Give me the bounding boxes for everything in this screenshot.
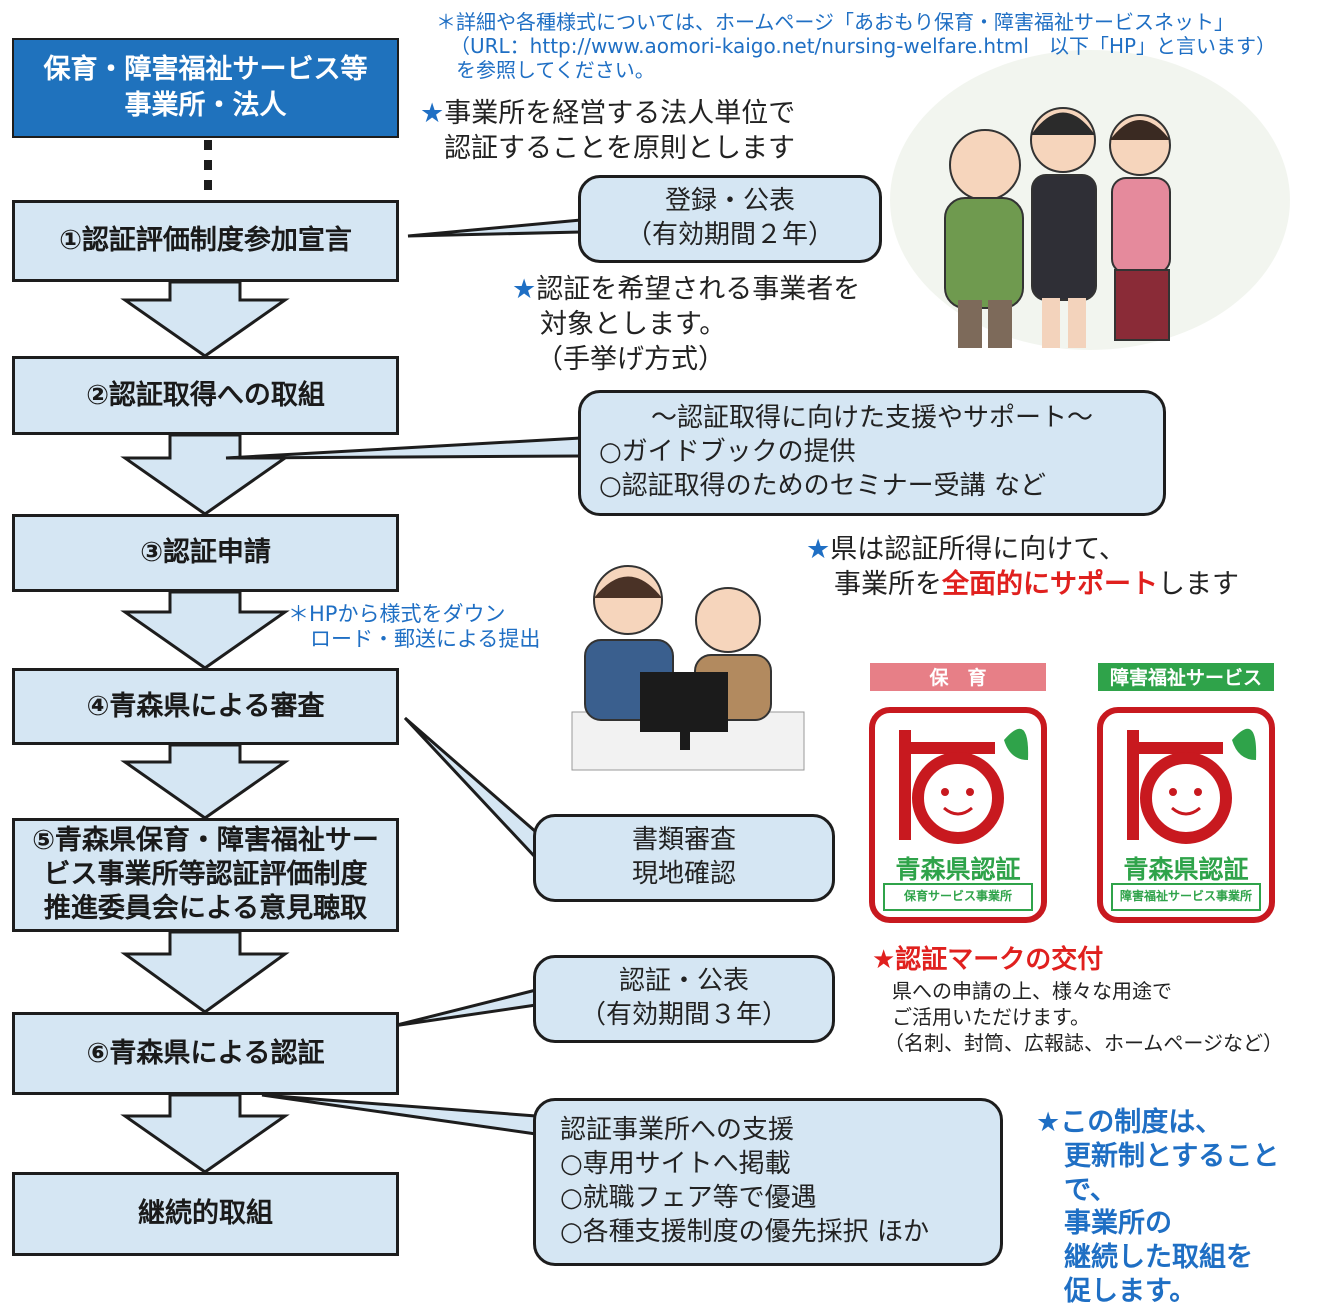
header-note: ＊詳細や各種様式については、ホームページ「あおもり保育・障害福祉サービスネット」… [436,10,1316,82]
renewal-note: ★この制度は、 更新制とすることで、 事業所の 継続した取組を 促します。 [1036,1106,1324,1309]
hope-note-line2: 対象とします。 [540,309,727,341]
elderly-man-figure [944,129,1024,348]
bubble-review: 書類審査 現地確認 [533,814,835,902]
bubble-register-line1: 登録・公表 [664,186,795,217]
arrow-4 [120,743,290,820]
principle-line1: 事業所を経営する法人単位で [444,98,796,129]
mark-childcare-subtitle: 保育サービス事業所 [903,889,1012,903]
bubble-register-line2: （有効期間２年） [625,220,834,250]
renewal-note-line4: 継続した取組を [1064,1242,1253,1273]
elderly-woman-figure [1109,114,1171,341]
step-2-label: ②認証取得への取組 [86,379,325,411]
arrow-1 [120,280,290,358]
dotted-connector [204,140,212,190]
bubble-certify-line2: （有効期間３年） [579,1000,788,1030]
step-5: ⑤青森県保育・障害福祉サー ビス事業所等認証評価制度 推進委員会による意見聴取 [12,818,399,932]
mark-disability-title: 青森県認証 [1123,855,1249,884]
mark-childcare [869,663,1047,923]
bubble-certify-line1: 認証・公表 [618,966,749,997]
arrow-3 [120,590,290,670]
bubble-support-line1: ～認証取得に向けた支援やサポート～ [650,403,1093,434]
step-5-line1: ⑤青森県保育・障害福祉サー [32,825,379,857]
top-box-line2: 事業所・法人 [124,90,287,121]
renewal-note-line3: 事業所の [1064,1208,1172,1240]
bubble-tails [225,218,582,1136]
mark-disability-label: 障害福祉サービス [1109,666,1262,689]
step-1: ①認証評価制度参加宣言 [12,200,399,282]
step-7-label: 継続的取組 [138,1198,273,1230]
star-icon: ★ [512,274,537,305]
mark-note: ★認証マークの交付 県への申請の上、様々な用途で ご活用いただけます。 （名刺、… [872,944,1283,1056]
header-note-line1: ＊詳細や各種様式については、ホームページ「あおもり保育・障害福祉サービスネット」 [436,10,1234,34]
support-note-line2-post: します [1158,569,1239,601]
star-icon: ★ [420,98,445,129]
mark-childcare-label: 保 育 [929,666,987,689]
mark-disability [1097,663,1275,923]
upload-note-line2: ロード・郵送による提出 [310,627,541,652]
header-note-line2: （URL：http://www.aomori-kaigo.net/nursing… [450,34,1277,58]
mark-note-heading: ★認証マークの交付 [872,945,1104,975]
flow-graphics [120,50,1290,1174]
mark-note-line1: 県への申請の上、様々な用途で [892,978,1172,1003]
renewal-note-line2: 更新制とすることで、 [1064,1140,1280,1206]
support-note: ★県は認証所得に向けて、 事業所を全面的にサポートします [806,532,1239,602]
step-4-label: ④青森県による審査 [86,690,325,722]
step-6: ⑥青森県による認証 [12,1012,399,1095]
arrow-5 [120,930,290,1014]
top-box-line1: 保育・障害福祉サービス等 [43,53,368,85]
caregiver-figure [1030,107,1097,348]
step-7: 継続的取組 [12,1172,399,1256]
bubble-register: 登録・公表 （有効期間２年） [578,175,882,263]
bubble-support-line3: ○認証取得のためのセミナー受講 など [599,470,1046,501]
step-3: ③認証申請 [12,514,399,592]
upload-note-line1: ＊HPから様式をダウン [288,602,506,626]
support-note-emphasis: 全面的にサポート [942,569,1158,601]
step-4: ④青森県による審査 [12,668,399,745]
mark-note-line3: （名刺、封筒、広報誌、ホームページなど） [884,1030,1283,1055]
hope-note-line3: （手挙げ方式） [536,344,725,376]
principle-note: ★事業所を経営する法人単位で 認証することを原則とします [420,96,795,166]
step-1-label: ①認証評価制度参加宣言 [59,225,352,257]
renewal-note-line5: 促します。 [1064,1275,1197,1307]
mark-disability-subtitle: 障害福祉サービス事業所 [1119,889,1252,903]
upload-note: ＊HPから様式をダウン ロード・郵送による提出 [288,602,540,652]
renewal-note-line1: ★この制度は、 [1036,1107,1223,1138]
step-6-label: ⑥青森県による認証 [86,1037,325,1069]
arrow-2 [120,433,290,516]
bubble-benefits-line3: ○就職フェア等で優遇 [560,1183,817,1213]
bubble-review-line1: 書類審査 [631,825,736,856]
step-5-line2: ビス事業所等認証評価制度 [43,859,368,891]
principle-line2: 認証することを原則とします [444,133,795,165]
step-5-line3: 推進委員会による意見聴取 [43,892,368,924]
step-3-label: ③認証申請 [140,537,271,569]
people-illustration [890,50,1290,350]
hope-note: ★認証を希望される事業者を 対象とします。 （手挙げ方式） [512,272,860,377]
top-box: 保育・障害福祉サービス等 事業所・法人 [12,38,399,138]
bubble-support: ～認証取得に向けた支援やサポート～ ○ガイドブックの提供 ○認証取得のためのセミ… [578,390,1166,516]
mark-childcare-title: 青森県認証 [895,855,1021,884]
arrow-6 [120,1093,290,1174]
bubble-benefits-line4: ○各種支援制度の優先採択 ほか [560,1216,929,1247]
flow-arrows [120,280,290,1174]
hope-note-line1: 認証を希望される事業者を [536,274,861,305]
bubble-support-line2: ○ガイドブックの提供 [599,437,856,468]
bubble-certify: 認証・公表 （有効期間３年） [533,955,835,1043]
bubble-benefits-line1: 認証事業所への支援 [560,1115,795,1146]
support-note-line2-pre: 事業所を [834,569,942,601]
bubble-benefits: 認証事業所への支援 ○専用サイトへ掲載 ○就職フェア等で優遇 ○各種支援制度の優… [533,1098,1003,1266]
header-note-line3: を参照してください。 [456,58,655,82]
star-icon: ★ [806,534,831,565]
support-note-line1: 県は認証所得に向けて、 [830,534,1126,565]
step-2: ②認証取得への取組 [12,356,399,435]
computer-illustration [571,565,805,771]
mark-note-line2: ご活用いただけます。 [892,1004,1090,1029]
bubble-benefits-line2: ○専用サイトへ掲載 [560,1149,791,1180]
bubble-review-line2: 現地確認 [631,859,736,889]
